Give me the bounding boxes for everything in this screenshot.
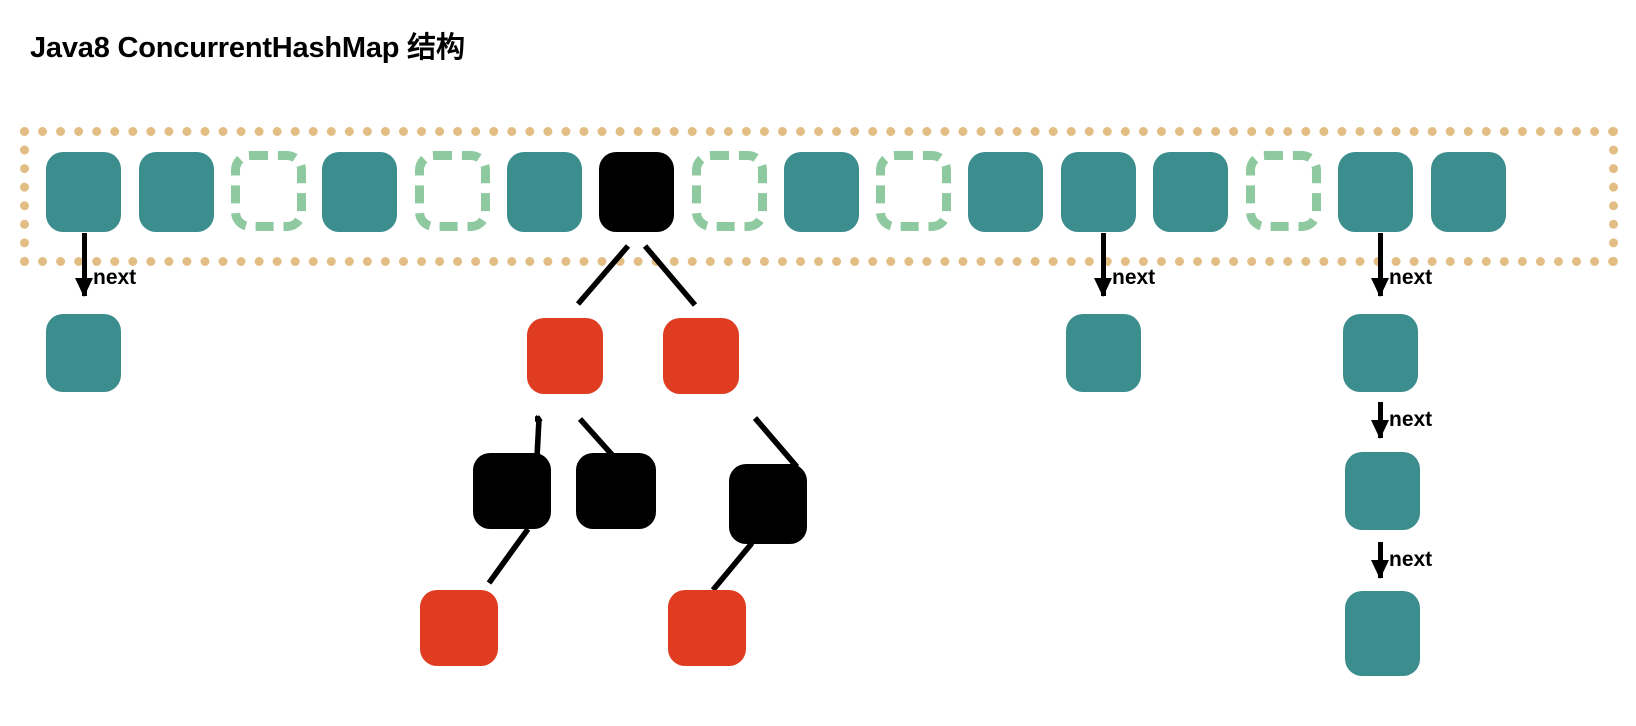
array-cell-7[interactable] bbox=[692, 151, 767, 231]
list-node-bucket14-3[interactable] bbox=[1345, 591, 1420, 676]
edge-A bbox=[536, 415, 543, 423]
array-cell-2[interactable] bbox=[231, 151, 306, 231]
arrow-shaft bbox=[1101, 233, 1106, 296]
arrow-head-icon bbox=[1371, 560, 1389, 579]
next-label: next bbox=[1389, 548, 1433, 571]
next-label: next bbox=[1389, 408, 1433, 431]
array-cell-8[interactable] bbox=[784, 152, 859, 232]
edge-blackright-redright bbox=[710, 541, 755, 592]
next-label: next bbox=[1112, 266, 1156, 289]
array-cell-1[interactable] bbox=[139, 152, 214, 232]
tree-node-l1-left[interactable] bbox=[527, 318, 603, 394]
list-node-bucket14-2[interactable] bbox=[1345, 452, 1420, 530]
arrow-head-icon bbox=[1371, 278, 1389, 297]
next-arrow-bucket14-2: next bbox=[1371, 402, 1438, 439]
list-node-bucket11-1[interactable] bbox=[1066, 314, 1141, 392]
next-label: next bbox=[1389, 266, 1433, 289]
bucket-array-container bbox=[20, 127, 1618, 266]
page-title: Java8 ConcurrentHashMap 结构 bbox=[30, 32, 465, 64]
array-cell-10[interactable] bbox=[968, 152, 1043, 232]
list-node-bucket0-1[interactable] bbox=[46, 314, 121, 392]
arrow-head-icon bbox=[1094, 278, 1112, 297]
edge-blackleft-redleft bbox=[486, 527, 531, 585]
tree-edge-l1left-to-l2left bbox=[536, 416, 541, 423]
edge-redright-blackright bbox=[752, 416, 800, 469]
tree-edge-redL-blackL bbox=[536, 415, 541, 422]
array-cell-6[interactable] bbox=[599, 152, 674, 232]
next-arrow-bucket14-1: next bbox=[1371, 233, 1438, 297]
arrow-shaft bbox=[1378, 233, 1383, 296]
next-arrow-bucket11: next bbox=[1094, 233, 1161, 297]
arrow-head-icon bbox=[75, 278, 93, 297]
array-cell-3[interactable] bbox=[322, 152, 397, 232]
array-cell-9[interactable] bbox=[876, 151, 951, 231]
array-cell-15[interactable] bbox=[1431, 152, 1506, 232]
edge-redleft-blackmid bbox=[577, 417, 617, 459]
list-node-bucket14-1[interactable] bbox=[1343, 314, 1418, 392]
arrow-head-icon bbox=[1371, 420, 1389, 439]
next-arrow-bucket0: next bbox=[75, 233, 142, 297]
array-cell-13[interactable] bbox=[1246, 151, 1321, 231]
arrow-shaft bbox=[82, 233, 87, 296]
next-arrow-bucket14-3: next bbox=[1371, 542, 1438, 579]
array-cell-5[interactable] bbox=[507, 152, 582, 232]
tree-node-l2-left[interactable] bbox=[473, 453, 551, 529]
array-cell-11[interactable] bbox=[1061, 152, 1136, 232]
array-cell-0[interactable] bbox=[46, 152, 121, 232]
tree-node-l3-left[interactable] bbox=[420, 590, 498, 666]
edge-redleft-blackleft bbox=[534, 418, 542, 458]
tree-node-l3-right[interactable] bbox=[668, 590, 746, 666]
tree-node-l2-mid[interactable] bbox=[576, 453, 656, 529]
array-cell-4[interactable] bbox=[415, 151, 490, 231]
next-label: next bbox=[93, 266, 137, 289]
array-cell-12[interactable] bbox=[1153, 152, 1228, 232]
tree-node-l2-right[interactable] bbox=[729, 464, 807, 544]
tree-node-l1-right[interactable] bbox=[663, 318, 739, 394]
array-cell-14[interactable] bbox=[1338, 152, 1413, 232]
